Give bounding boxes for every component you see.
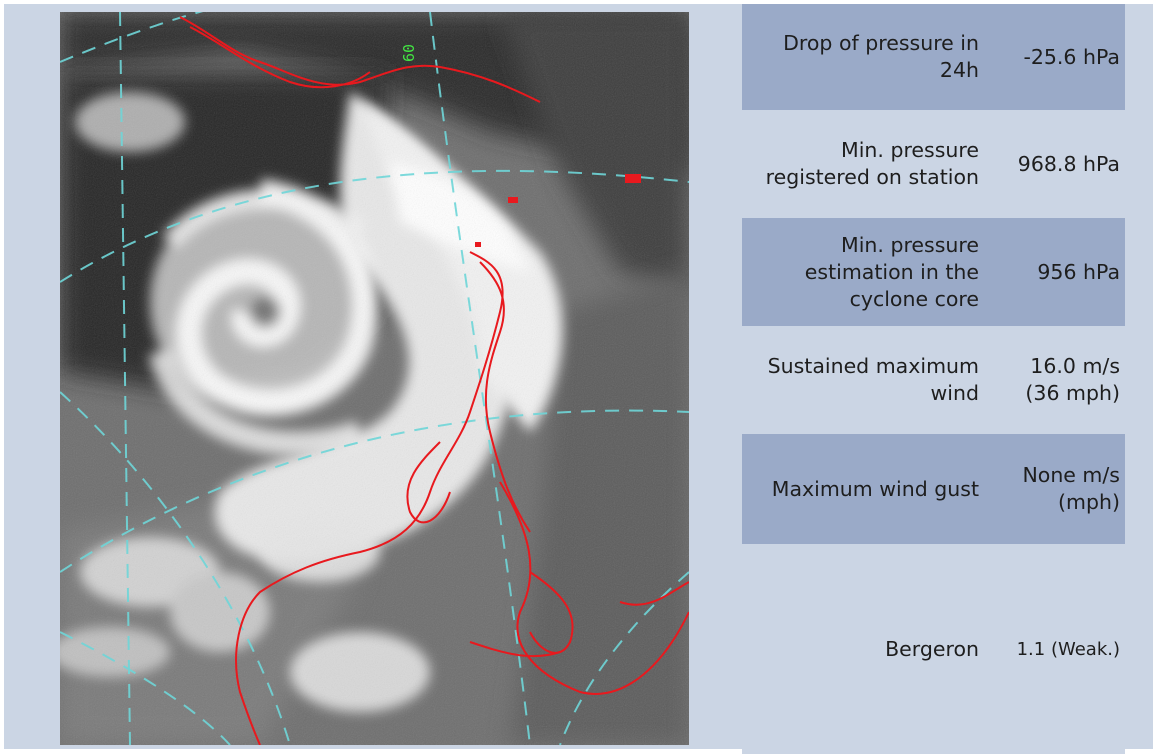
row-label: Drop of pressure in 24h bbox=[742, 4, 989, 110]
row-value: -25.6 hPa bbox=[989, 4, 1125, 110]
row-value: None m/s (mph) bbox=[989, 434, 1125, 544]
row-value: 16.0 m/s (36 mph) bbox=[989, 326, 1125, 434]
table-row: Sustained maximum wind 16.0 m/s (36 mph) bbox=[742, 326, 1125, 434]
row-label: Sustained maximum wind bbox=[742, 326, 989, 434]
table-row: Min. pressure registered on station 968.… bbox=[742, 110, 1125, 218]
table-row: Min. pressure estimation in the cyclone … bbox=[742, 218, 1125, 326]
row-value: 1.1 (Weak.) bbox=[989, 544, 1125, 754]
row-value: 968.8 hPa bbox=[989, 110, 1125, 218]
row-label: Min. pressure registered on station bbox=[742, 110, 989, 218]
row-label: Min. pressure estimation in the cyclone … bbox=[742, 218, 989, 326]
row-value: 956 hPa bbox=[989, 218, 1125, 326]
latitude-label: 60 bbox=[400, 44, 418, 62]
satellite-image: 60 bbox=[60, 12, 689, 745]
table-row: Maximum wind gust None m/s (mph) bbox=[742, 434, 1125, 544]
row-label: Bergeron bbox=[742, 544, 989, 754]
satellite-cloud-image: 60 bbox=[60, 12, 689, 745]
row-label: Maximum wind gust bbox=[742, 434, 989, 544]
table-row: Bergeron 1.1 (Weak.) bbox=[742, 544, 1125, 754]
table-row: Drop of pressure in 24h -25.6 hPa bbox=[742, 4, 1125, 110]
cyclone-data-table: Drop of pressure in 24h -25.6 hPa Min. p… bbox=[742, 4, 1125, 754]
